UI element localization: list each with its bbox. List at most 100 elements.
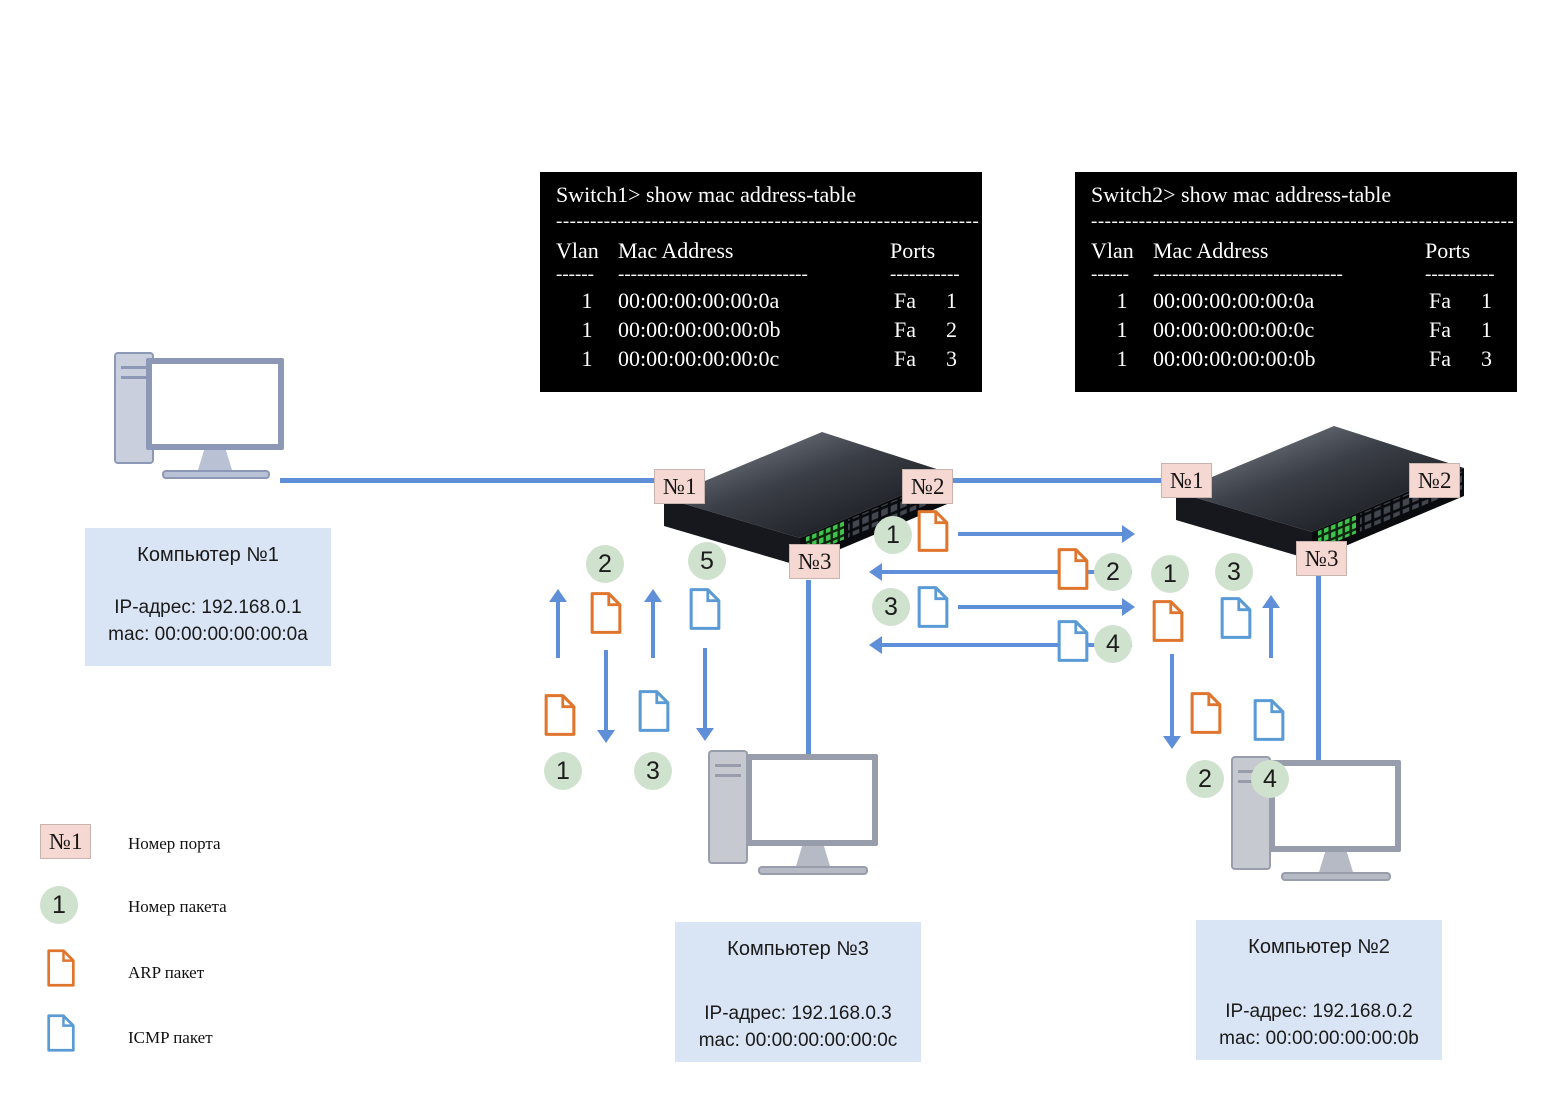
packet1-down-arrow (1170, 654, 1174, 736)
monitor-base (758, 866, 868, 875)
terminal-divider: ----------------------------------------… (1091, 211, 1515, 232)
cell-iface: Fa (894, 345, 916, 371)
monitor-base (1281, 872, 1391, 881)
packet-number: 4 (1094, 625, 1132, 663)
terminal-divider: ----------------------------------------… (556, 211, 980, 232)
terminal-title: Switch1> show mac address-table (556, 182, 857, 207)
computer-1-ip: IP-адрес: 192.168.0.1 (114, 597, 302, 618)
computer-2-icon (1229, 748, 1409, 900)
computer-3-title: Компьютер №3 (727, 938, 869, 960)
cell-mac: 00:00:00:00:00:0b (1153, 345, 1316, 371)
cell-iface: Fa (1429, 316, 1451, 342)
legend-icmp-icon (45, 1011, 77, 1055)
computer-2-title: Компьютер №2 (1248, 936, 1390, 958)
cell-vlan: 1 (581, 345, 593, 371)
monitor-stand (198, 450, 232, 470)
packet2-down-arrow (604, 650, 608, 730)
mac-table-subdivider: ------ ------------------------------ --… (1091, 263, 1517, 286)
packet-number: 2 (1094, 553, 1132, 591)
cell-mac: 00:00:00:00:00:0c (618, 345, 780, 371)
link-switch2-pc2 (1316, 576, 1321, 766)
arp-packet-icon (1055, 546, 1091, 592)
link-switch1-pc3 (806, 580, 811, 760)
cell-iface: Fa (1429, 345, 1451, 371)
arp-packet-icon (915, 508, 951, 554)
monitor-stand (796, 846, 830, 866)
legend-arp-label: ARP пакет (128, 963, 205, 982)
packet3-right-arrow (958, 605, 1122, 609)
icmp-packet-icon (687, 586, 723, 632)
packet-number: 1 (874, 516, 912, 554)
computer-3-ip: IP-адрес: 192.168.0.3 (704, 1003, 892, 1024)
packet-number: 4 (1251, 760, 1289, 798)
legend-port-label: Номер порта (128, 834, 221, 853)
legend-port-sample: №1 (40, 824, 92, 859)
mac-table-header: Vlan Mac Address Ports (1091, 236, 1517, 265)
link-switch1-switch2 (946, 478, 1168, 483)
legend-packet-sample: 1 (40, 886, 78, 924)
packet1-up-arrow (556, 602, 560, 658)
packet-number: 1 (544, 752, 582, 790)
packet1-right-arrow (958, 532, 1122, 536)
computer-monitor (1269, 760, 1401, 852)
packet-number: 1 (1151, 555, 1189, 593)
computer-2-mac: mac: 00:00:00:00:00:0b (1219, 1028, 1419, 1049)
computer-2-ip: IP-адрес: 192.168.0.2 (1225, 1001, 1413, 1022)
computer-3-infobox: Компьютер №3 IP-адрес: 192.168.0.3 mac: … (675, 922, 921, 1062)
computer-monitor (746, 754, 878, 846)
cell-mac: 00:00:00:00:00:0a (618, 287, 780, 313)
col-vlan: Vlan (556, 237, 599, 263)
switch2-port1-label: №1 (1161, 463, 1213, 498)
packet-number: 2 (1186, 760, 1224, 798)
cell-iface: Fa (894, 287, 916, 313)
cell-mac: 00:00:00:00:00:0a (1153, 287, 1315, 313)
cell-vlan: 1 (1116, 287, 1128, 313)
switch2-port2-label: №2 (1409, 463, 1461, 498)
link-pc1-switch1 (280, 478, 660, 483)
col-mac: Mac Address (1153, 237, 1269, 263)
mac-table-header: Vlan Mac Address Ports (556, 236, 982, 265)
col-ports: Ports (890, 237, 936, 263)
arp-packet-icon (1150, 598, 1186, 644)
cell-port: 1 (1481, 316, 1492, 342)
switch1-port3-label: №3 (789, 544, 841, 579)
sub-vlan: ------ (1091, 263, 1129, 285)
computer-1-infobox: Компьютер №1 IP-адрес: 192.168.0.1 mac: … (85, 528, 331, 666)
arp-packet-icon (542, 692, 578, 738)
packet4-up-arrow (1269, 608, 1273, 658)
computer-tower (708, 750, 748, 864)
switch1-mac-table-terminal: Switch1> show mac address-table --------… (540, 172, 982, 392)
computer-1-icon (108, 344, 298, 496)
packet4-left-arrow (882, 643, 1132, 647)
cell-iface: Fa (894, 316, 916, 342)
computer-1-mac: mac: 00:00:00:00:00:0a (108, 624, 308, 645)
switch2-mac-table-terminal: Switch2> show mac address-table --------… (1075, 172, 1517, 392)
computer-3-mac: mac: 00:00:00:00:00:0c (698, 1030, 898, 1051)
cell-mac: 00:00:00:00:00:0c (1153, 316, 1315, 342)
sub-mac: ------------------------------ (618, 263, 808, 285)
cell-port: 2 (946, 316, 957, 342)
mac-table-row: 1 00:00:00:00:00:0c Fa 1 (1091, 315, 1517, 344)
icmp-packet-icon (1251, 697, 1287, 743)
computer-1-title: Компьютер №1 (137, 544, 279, 566)
monitor-base (162, 470, 270, 479)
icmp-packet-icon (636, 688, 672, 734)
cell-vlan: 1 (581, 287, 593, 313)
sub-mac: ------------------------------ (1153, 263, 1343, 285)
cell-vlan: 1 (1116, 345, 1128, 371)
col-ports: Ports (1425, 237, 1471, 263)
computer-3-icon (706, 742, 886, 894)
sub-ports: ----------- (1425, 263, 1495, 285)
computer-monitor (146, 358, 284, 450)
switch1-port1-label: №1 (654, 469, 706, 504)
terminal-title: Switch2> show mac address-table (1091, 182, 1392, 207)
packet-number: 3 (872, 588, 910, 626)
cell-vlan: 1 (1116, 316, 1128, 342)
cell-vlan: 1 (581, 316, 593, 342)
packet3-up-arrow (651, 602, 655, 658)
arp-packet-icon (1188, 690, 1224, 736)
packet-number: 3 (1215, 553, 1253, 591)
